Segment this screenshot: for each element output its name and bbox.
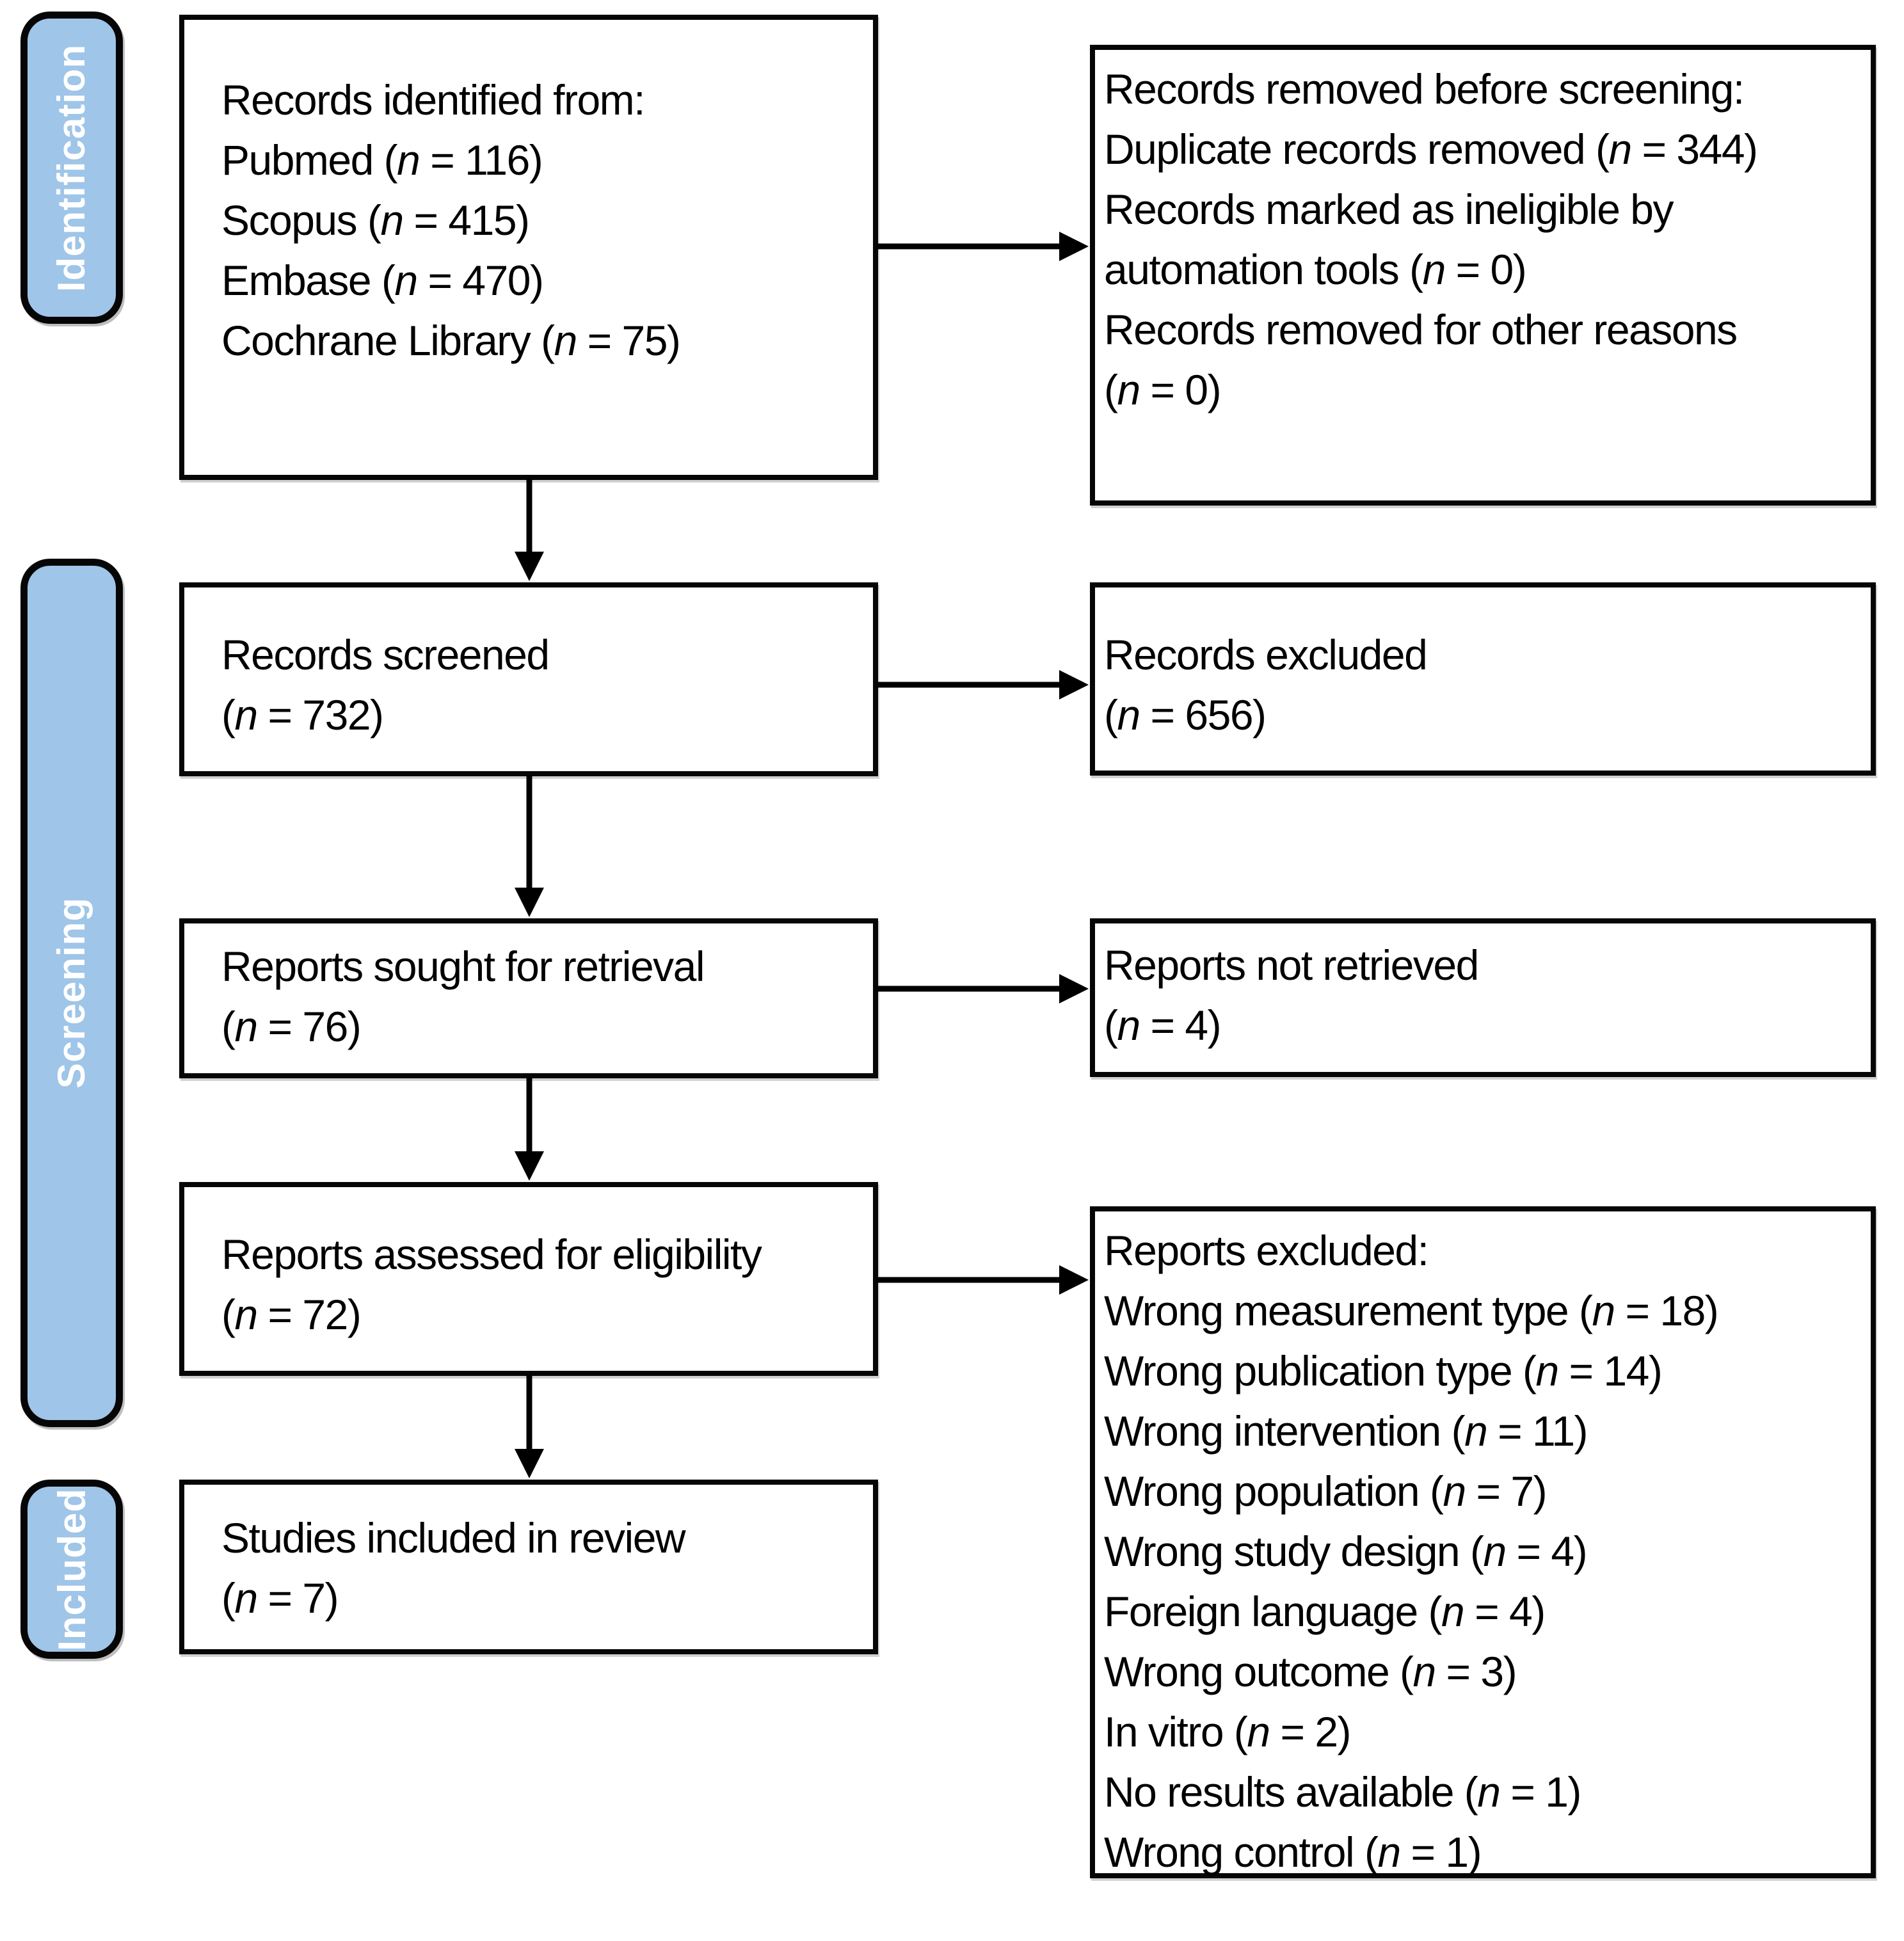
arrowhead-identified-to-removed [1059, 232, 1089, 261]
stage-identification: Identification [20, 12, 123, 324]
box-reports-not-retrieved: Reports not retrieved(n = 4) [1090, 918, 1876, 1077]
arrowhead-sought-to-not-retrieved [1059, 974, 1089, 1003]
box-records-excluded: Records excluded(n = 656) [1090, 582, 1876, 776]
stage-included: Included [20, 1480, 123, 1659]
box-reports-assessed: Reports assessed for eligibility(n = 72) [179, 1182, 878, 1376]
stage-identification-label: Identification [50, 44, 93, 292]
box-studies-included: Studies included in review(n = 7) [179, 1480, 878, 1654]
box-records-screened-text: Records screened(n = 732) [221, 631, 550, 739]
box-records-identified: Records identified from:Pubmed (n = 116)… [179, 15, 878, 480]
box-records-screened: Records screened(n = 732) [179, 582, 878, 776]
box-reports-assessed-text: Reports assessed for eligibility(n = 72) [221, 1231, 762, 1338]
box-records-removed-text: Records removed before screening:Duplica… [1104, 65, 1758, 413]
stage-screening: Screening [20, 559, 123, 1427]
arrowhead-sought-to-assessed [515, 1151, 544, 1181]
box-records-identified-text: Records identified from:Pubmed (n = 116)… [221, 76, 681, 364]
arrowhead-assessed-to-reports-excluded [1059, 1265, 1089, 1295]
arrowhead-identified-to-screened [515, 552, 544, 581]
box-reports-sought-text: Reports sought for retrieval(n = 76) [221, 943, 705, 1050]
box-reports-excluded: Reports excluded:Wrong measurement type … [1090, 1206, 1876, 1878]
box-studies-included-text: Studies included in review(n = 7) [221, 1514, 686, 1622]
stage-screening-label: Screening [50, 897, 93, 1089]
box-reports-not-retrieved-text: Reports not retrieved(n = 4) [1104, 941, 1479, 1049]
box-reports-excluded-text: Reports excluded:Wrong measurement type … [1104, 1227, 1719, 1876]
stage-included-label: Included [50, 1487, 93, 1651]
arrowhead-assessed-to-included [515, 1449, 544, 1478]
box-records-excluded-text: Records excluded(n = 656) [1104, 631, 1428, 739]
arrowhead-screened-to-excluded [1059, 670, 1089, 699]
arrowhead-screened-to-sought [515, 888, 544, 917]
box-reports-sought: Reports sought for retrieval(n = 76) [179, 918, 878, 1078]
box-records-removed: Records removed before screening:Duplica… [1090, 45, 1876, 506]
